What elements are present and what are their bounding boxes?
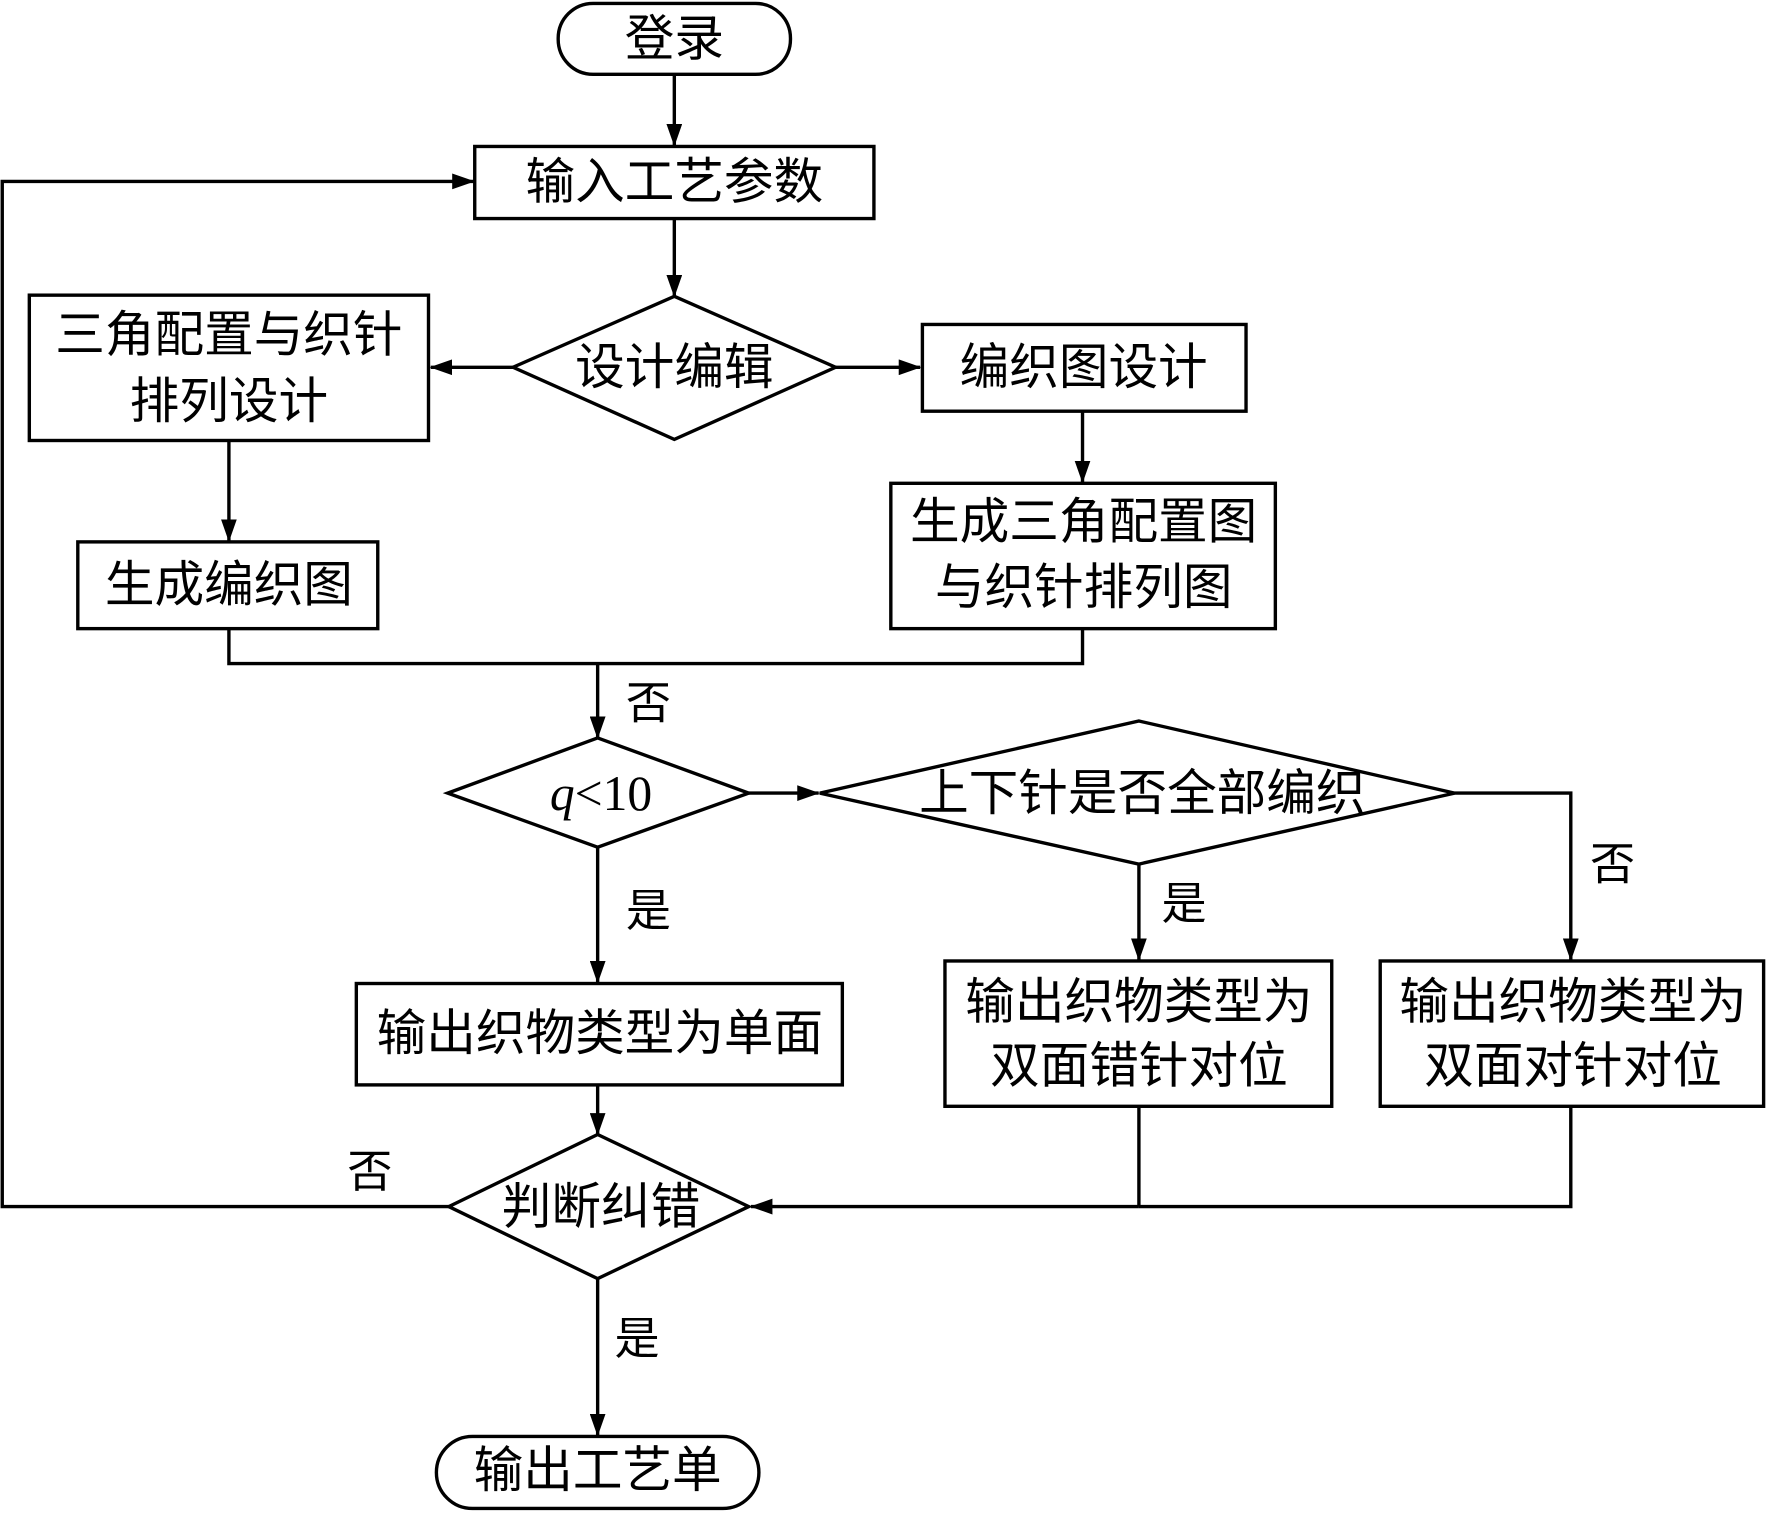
edge-outputs-to-check — [1137, 1106, 1573, 1209]
node-out-double-stagger: 输出织物类型为 双面错针对位 — [943, 959, 1334, 1108]
q-variable: q — [550, 766, 575, 821]
node-cam-needle-design-line1: 三角配置与织针 — [55, 306, 402, 364]
edge-check-loop-back — [0, 173, 475, 1209]
node-gen-cam-needle-chart-line2: 与织针排列图 — [935, 558, 1233, 616]
node-knit-chart-design-label: 编织图设计 — [960, 338, 1208, 396]
edge-label-merge-no: 否 — [626, 676, 671, 729]
edge-label-all-no: 否 — [1590, 838, 1635, 891]
node-gen-knit-chart-label: 生成编织图 — [105, 556, 353, 614]
q-comparison: <10 — [575, 766, 653, 821]
edges — [0, 74, 1579, 1437]
edge-label-check-no: 否 — [347, 1145, 392, 1198]
node-out-double-opposite: 输出织物类型为 双面对针对位 — [1378, 959, 1766, 1108]
node-check-correct-label: 判断纠错 — [502, 1178, 700, 1236]
node-gen-cam-needle-chart-line1: 生成三角配置图 — [910, 493, 1257, 551]
node-out-double-stagger-line2: 双面错针对位 — [990, 1037, 1288, 1095]
node-q-check: q<10 — [442, 736, 754, 849]
node-out-single-label: 输出织物类型为单面 — [377, 1004, 823, 1062]
node-all-needles-check-label: 上下针是否全部编织 — [919, 764, 1365, 822]
node-output-sheet: 输出工艺单 — [434, 1434, 761, 1511]
node-output-sheet-label: 输出工艺单 — [474, 1441, 722, 1499]
node-login-label: 登录 — [625, 9, 724, 67]
node-input-params: 输入工艺参数 — [473, 144, 876, 221]
node-check-correct: 判断纠错 — [444, 1132, 753, 1281]
node-out-double-opposite-line2: 双面对针对位 — [1424, 1037, 1722, 1095]
node-q-check-label: q<10 — [550, 766, 652, 821]
node-out-single: 输出织物类型为单面 — [354, 981, 845, 1087]
node-login: 登录 — [556, 1, 793, 77]
edge-label-check-yes: 是 — [615, 1312, 660, 1365]
edge-gen-knit-chart-merge — [227, 628, 1085, 666]
node-all-needles-check: 上下针是否全部编织 — [819, 719, 1456, 866]
node-input-params-label: 输入工艺参数 — [526, 152, 824, 210]
node-design-edit-label: 设计编辑 — [575, 338, 773, 396]
node-design-edit: 设计编辑 — [508, 294, 840, 442]
node-cam-needle-design-line2: 排列设计 — [130, 372, 328, 430]
node-out-double-stagger-line1: 输出织物类型为 — [965, 973, 1312, 1031]
node-gen-knit-chart: 生成编织图 — [76, 540, 380, 631]
node-out-double-opposite-line1: 输出织物类型为 — [1399, 973, 1746, 1031]
edge-all-to-opposite — [1454, 791, 1579, 961]
node-knit-chart-design: 编织图设计 — [920, 322, 1248, 413]
node-cam-needle-design: 三角配置与织针 排列设计 — [27, 293, 431, 443]
edge-label-all-yes: 是 — [1161, 877, 1206, 930]
edge-label-q-yes: 是 — [626, 884, 671, 937]
node-gen-cam-needle-chart: 生成三角配置图 与织针排列图 — [889, 481, 1278, 631]
